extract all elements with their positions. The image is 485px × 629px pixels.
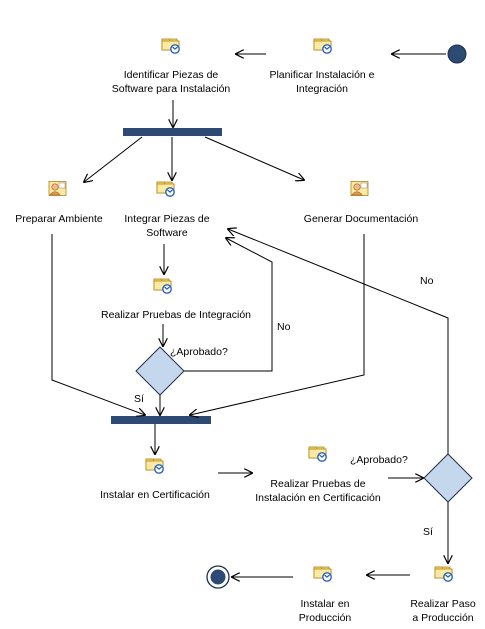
planificar-task-icon: [313, 38, 332, 54]
decision-aprobado-1-label: ¿Aprobado?: [170, 346, 228, 358]
node-generar-label: Generar Documentación: [303, 213, 419, 225]
node-paso-prod-label: Realizar Paso a Producción: [410, 598, 476, 624]
preparar-user-task-icon: [48, 181, 67, 196]
node-instalar-cert-label: Instalar en Certificación: [100, 489, 210, 501]
edge-generar-join: [190, 234, 365, 415]
node-instalar-prod-label: Instalar en Producción: [298, 598, 352, 624]
generar-user-task-icon: [350, 181, 369, 196]
paso-prod-task-icon: [434, 566, 453, 582]
edge-label-si-2: Sí: [423, 526, 433, 538]
identificar-task-icon: [161, 38, 180, 54]
join-bar: [111, 416, 211, 424]
edge-label-no-2: No: [420, 275, 434, 287]
edge-label-no-1: No: [277, 321, 291, 333]
node-preparar-label: Preparar Ambiente: [15, 213, 103, 225]
pruebas-integracion-task-icon: [153, 278, 172, 294]
edge-label-si-1: Sí: [134, 393, 144, 405]
node-pruebas-integracion-label: Realizar Pruebas de Integración: [100, 309, 252, 321]
edge-decision1-no-integrar: [184, 238, 273, 372]
edge-fork-preparar: [84, 136, 143, 182]
decision-aprobado-2: [423, 453, 473, 503]
integrar-task-icon: [156, 181, 175, 197]
end-node: [206, 565, 230, 589]
node-pruebas-cert-label: Realizar Pruebas de Instalación en Certi…: [255, 478, 381, 504]
edge-fork-generar: [204, 136, 304, 180]
node-integrar-label: Integrar Piezas de Software: [124, 213, 210, 239]
instalar-cert-task-icon: [145, 458, 164, 474]
pruebas-cert-task-icon: [308, 446, 327, 462]
edge-preparar-join: [51, 234, 145, 415]
node-identificar-label: Identificar Piezas de Software para Inst…: [111, 69, 231, 95]
start-node: [447, 44, 467, 64]
decision-aprobado-2-label: ¿Aprobado?: [350, 454, 408, 466]
instalar-prod-task-icon: [313, 566, 332, 582]
node-planificar-label: Planificar Instalación e Integración: [269, 69, 375, 95]
edge-decision2-no-integrar: [228, 229, 449, 454]
fork-bar: [123, 128, 222, 136]
